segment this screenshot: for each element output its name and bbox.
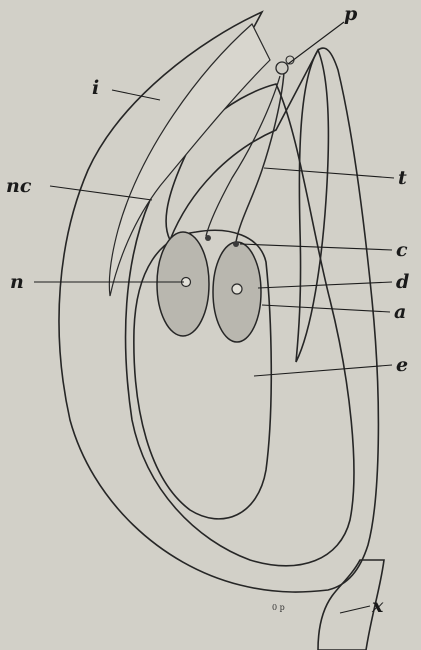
pollen-grain <box>276 62 288 74</box>
label-e: e <box>396 354 408 376</box>
tube-tip-left <box>205 235 211 241</box>
label-t: t <box>398 167 407 189</box>
nucleus-right <box>232 284 242 294</box>
label-n: n <box>10 271 24 293</box>
label-a: a <box>394 301 406 323</box>
tube-tip-right <box>233 241 239 247</box>
label-x: x <box>371 595 384 617</box>
label-p: p <box>344 3 358 25</box>
label-c: c <box>396 239 408 261</box>
label-d: d <box>396 271 409 293</box>
label-nc: nc <box>6 175 32 197</box>
label-small-mark: 0 p <box>272 603 285 612</box>
label-i: i <box>92 77 99 99</box>
